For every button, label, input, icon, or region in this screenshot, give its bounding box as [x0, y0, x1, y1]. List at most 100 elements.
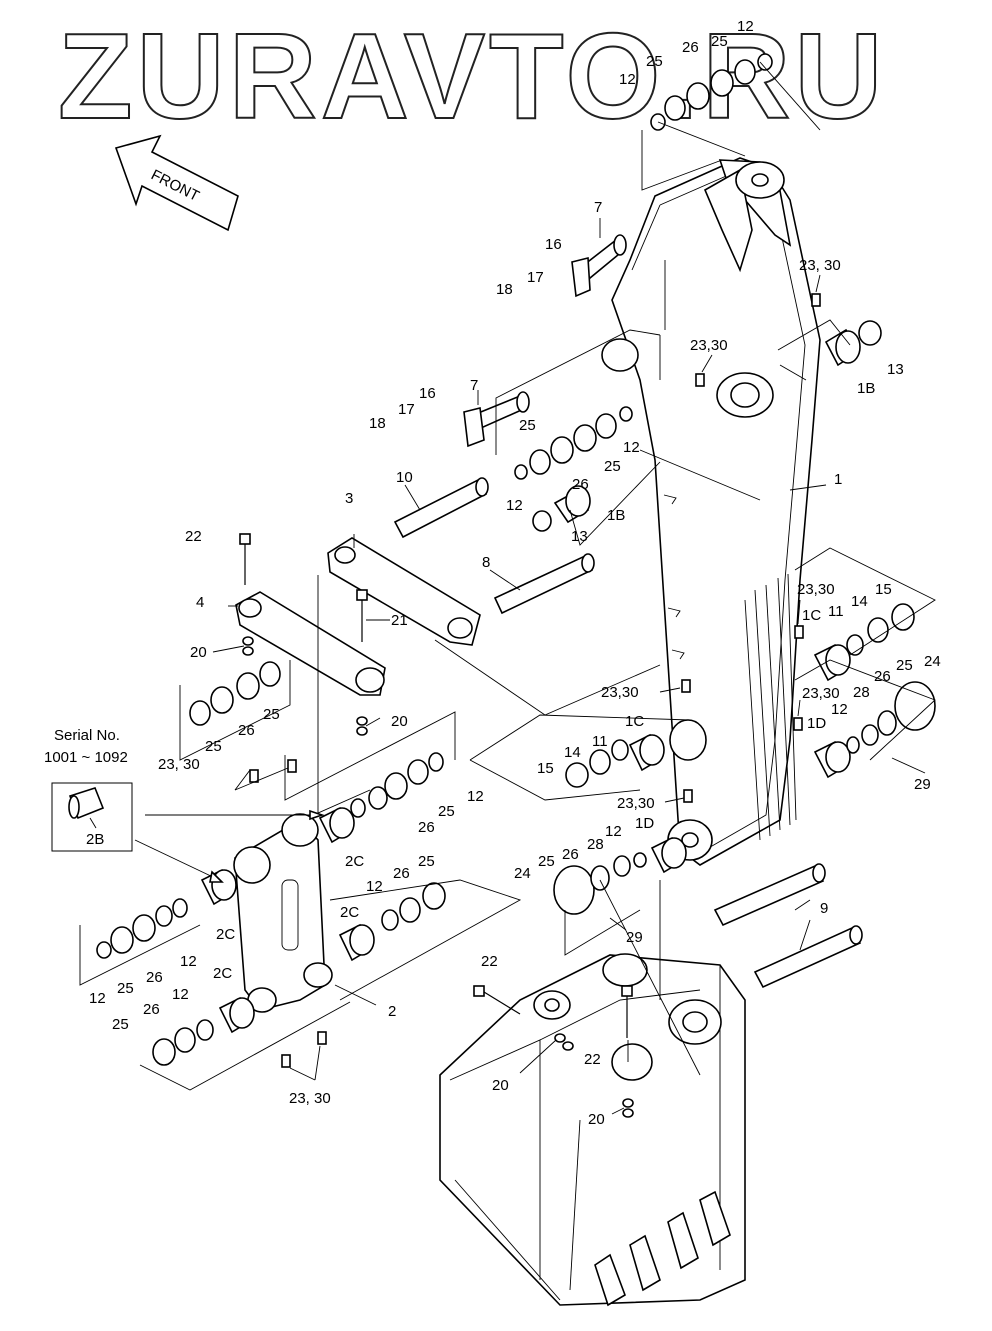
- callout: 25: [205, 738, 222, 755]
- callout: 12: [89, 990, 106, 1007]
- callout: 25: [646, 53, 663, 70]
- callout: 8: [482, 554, 490, 571]
- callout: 23,30: [797, 581, 835, 598]
- callout: 1D: [635, 815, 654, 832]
- callout: 23, 30: [289, 1090, 331, 1107]
- callout: 26: [143, 1001, 160, 1018]
- callout: 2C: [213, 965, 232, 982]
- link-2: [233, 813, 333, 1013]
- callout: 2: [388, 1003, 396, 1020]
- pin-10: [393, 477, 489, 539]
- callout: 23,30: [617, 795, 655, 812]
- callout: 21: [391, 612, 408, 629]
- pin-9-upper: [713, 863, 826, 927]
- callout: 14: [851, 593, 868, 610]
- callout: 12: [506, 497, 523, 514]
- callout: 20: [190, 644, 207, 661]
- washer-stack-link-left: [96, 868, 255, 1066]
- callout: 13: [887, 361, 904, 378]
- callout: 22: [185, 528, 202, 545]
- callout: 2C: [340, 904, 359, 921]
- callout: 26: [682, 39, 699, 56]
- callout: 17: [527, 269, 544, 286]
- arm-body: [601, 157, 821, 866]
- callout: 13: [571, 528, 588, 545]
- callout: 16: [545, 236, 562, 253]
- callout: 16: [419, 385, 436, 402]
- pin-7-upper: [571, 234, 627, 298]
- callout: 7: [594, 199, 602, 216]
- callout-labels: 12 25 26 25 12 7 16 17 18 23, 30 13 1B 2…: [89, 18, 941, 1128]
- callout: 25: [117, 980, 134, 997]
- callout: 12: [737, 18, 754, 35]
- callout: 25: [604, 458, 621, 475]
- callout: 12: [619, 71, 636, 88]
- callout: 25: [263, 706, 280, 723]
- serial-box: Serial No. 1001 ~ 1092 2B: [44, 727, 133, 852]
- callout: 24: [514, 865, 531, 882]
- callout: 12: [467, 788, 484, 805]
- callout: 7: [470, 377, 478, 394]
- callout: 1B: [857, 380, 875, 397]
- callout: 25: [438, 803, 455, 820]
- callout: 26: [146, 969, 163, 986]
- serial-range: 1001 ~ 1092: [44, 749, 128, 766]
- callout: 26: [238, 722, 255, 739]
- callout: 23,30: [601, 684, 639, 701]
- callout: 14: [564, 744, 581, 761]
- callout: 15: [537, 760, 554, 777]
- callout: 12: [831, 701, 848, 718]
- washer-stack-mid: [514, 406, 633, 532]
- callout: 25: [711, 33, 728, 50]
- bolt-22-upper: [239, 533, 251, 585]
- bolt-21: [356, 589, 368, 642]
- callout: 12: [366, 878, 383, 895]
- callout: 25: [519, 417, 536, 434]
- callout: 23, 30: [158, 756, 200, 773]
- callout: 1B: [607, 507, 625, 524]
- callout: 10: [396, 469, 413, 486]
- grease-nipples: [249, 293, 821, 1118]
- callout: 26: [572, 476, 589, 493]
- callout: 20: [492, 1077, 509, 1094]
- washer-stack-right-1D: [813, 681, 936, 779]
- link-3: [327, 537, 481, 646]
- callout: 4: [196, 594, 204, 611]
- callout: 28: [587, 836, 604, 853]
- callout: 25: [538, 853, 555, 870]
- link-4: [235, 591, 386, 696]
- callout: 9: [820, 900, 828, 917]
- callout: 12: [172, 986, 189, 1003]
- front-arrow: FRONT: [114, 134, 239, 232]
- callout: 12: [605, 823, 622, 840]
- callout: 29: [626, 929, 643, 946]
- callout: 18: [496, 281, 513, 298]
- serial-part: 2B: [86, 831, 104, 848]
- callout: 28: [853, 684, 870, 701]
- washer-stack-link-right: [318, 752, 446, 962]
- callout: 12: [180, 953, 197, 970]
- callout: 22: [481, 953, 498, 970]
- bucket: [439, 953, 746, 1307]
- callout: 1C: [625, 713, 644, 730]
- callout: 20: [391, 713, 408, 730]
- callout: 22: [584, 1051, 601, 1068]
- washer-stack-mid-1C: [565, 733, 665, 788]
- pin-9-lower: [753, 925, 863, 989]
- callout: 23, 30: [799, 257, 841, 274]
- callout: 29: [914, 776, 931, 793]
- callout: 11: [828, 603, 844, 620]
- callout: 18: [369, 415, 386, 432]
- serial-title: Serial No.: [54, 727, 120, 744]
- callout: 1C: [802, 607, 821, 624]
- callout: 25: [112, 1016, 129, 1033]
- bolt-22-lower-b: [621, 985, 633, 1038]
- callout: 25: [896, 657, 913, 674]
- callout: 11: [592, 733, 608, 750]
- bushing-1B: [824, 320, 882, 367]
- callout: 23,30: [802, 685, 840, 702]
- washer-stack-mid-1D: [553, 836, 687, 915]
- callout: 26: [562, 846, 579, 863]
- bolt-22-lower-a: [473, 985, 521, 1015]
- callout: 17: [398, 401, 415, 418]
